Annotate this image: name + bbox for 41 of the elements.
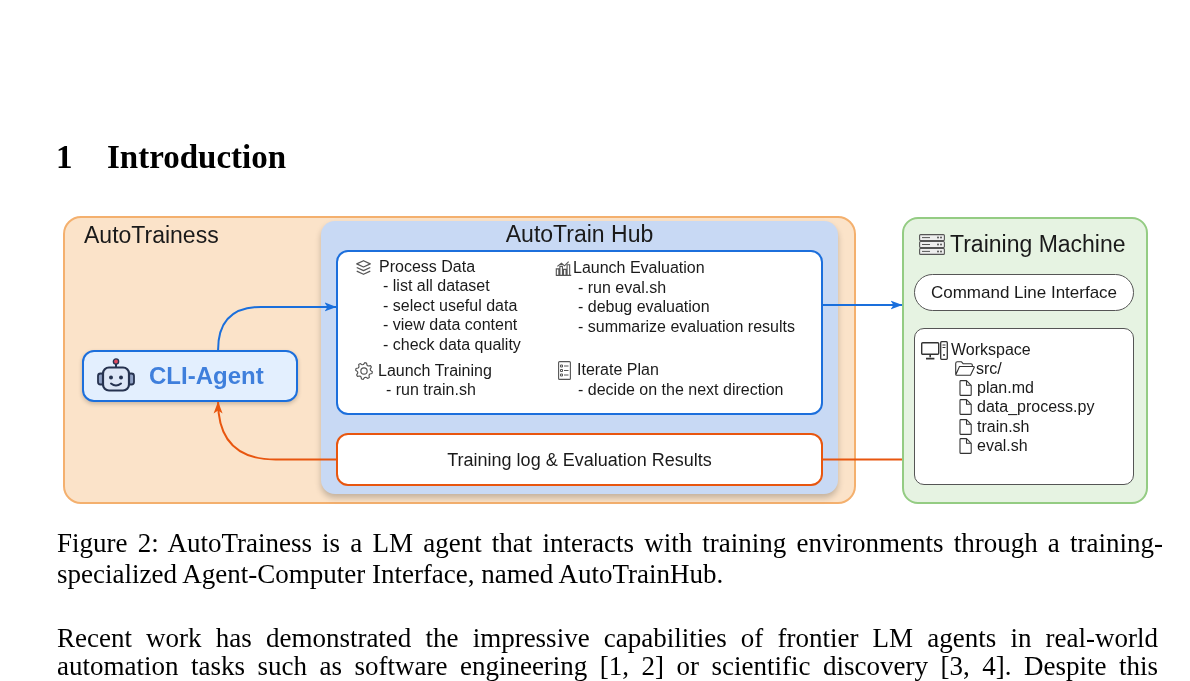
workspace-box — [914, 328, 1134, 485]
body-paragraph: Recent work has demonstrated the impressive capabilities of frontier LM agents in real-world automation tasks such as software engineering [1, 2] or scientific discovery [3, 4]. Despite this — [57, 624, 1158, 680]
action-step: - check data quality — [383, 335, 521, 354]
panel-title: AutoTrain Hub — [505, 220, 654, 248]
action-step: - run train.sh — [386, 380, 476, 400]
section-heading: Introduction — [107, 138, 287, 176]
agent-label: CLI-Agent — [149, 362, 264, 390]
action-step: - debug evaluation — [578, 297, 710, 317]
arrow — [214, 401, 337, 461]
action-heading: Process Data — [379, 257, 476, 277]
action-step: - list all dataset — [383, 276, 490, 296]
interface-box — [914, 274, 1134, 311]
action-step: - decide on the next direction — [578, 380, 784, 399]
file-name: eval.sh — [977, 436, 1028, 456]
action-step: - run eval.sh — [578, 278, 667, 297]
results-box — [336, 433, 823, 486]
action-step: - select useful data — [383, 296, 518, 315]
file-name: train.sh — [977, 417, 1030, 436]
panel-title: AutoTrainess — [84, 221, 219, 249]
action-heading: Launch Evaluation — [573, 258, 705, 278]
interface-label: Command Line Interface — [930, 282, 1118, 303]
arrow — [822, 300, 903, 310]
file-name: data_process.py — [977, 397, 1095, 417]
hub-panel — [321, 221, 838, 494]
agent-box — [82, 350, 298, 402]
results-label: Training log & Evaluation Results — [447, 449, 712, 470]
panel-title: Training Machine — [950, 230, 1126, 258]
action-step: - view data content — [383, 315, 518, 335]
action-heading: Iterate Plan — [577, 360, 659, 380]
folder-name: src/ — [976, 359, 1002, 378]
actions-box — [336, 250, 823, 415]
connector-line — [822, 458, 903, 461]
figure-caption: Figure 2: AutoTrainess is a LM agent that interacts with training environments through a training-specialized Agent-Computer Interface, named AutoTrainHub. — [57, 527, 1163, 590]
action-heading: Launch Training — [378, 361, 492, 381]
file-name: plan.md — [977, 378, 1034, 398]
arrow — [217, 302, 337, 351]
system-panel — [63, 216, 856, 504]
workspace-heading: Workspace — [951, 340, 1031, 359]
section-number: 1 — [56, 138, 73, 176]
machine-panel — [902, 217, 1148, 504]
action-step: - summarize evaluation results — [578, 317, 795, 336]
